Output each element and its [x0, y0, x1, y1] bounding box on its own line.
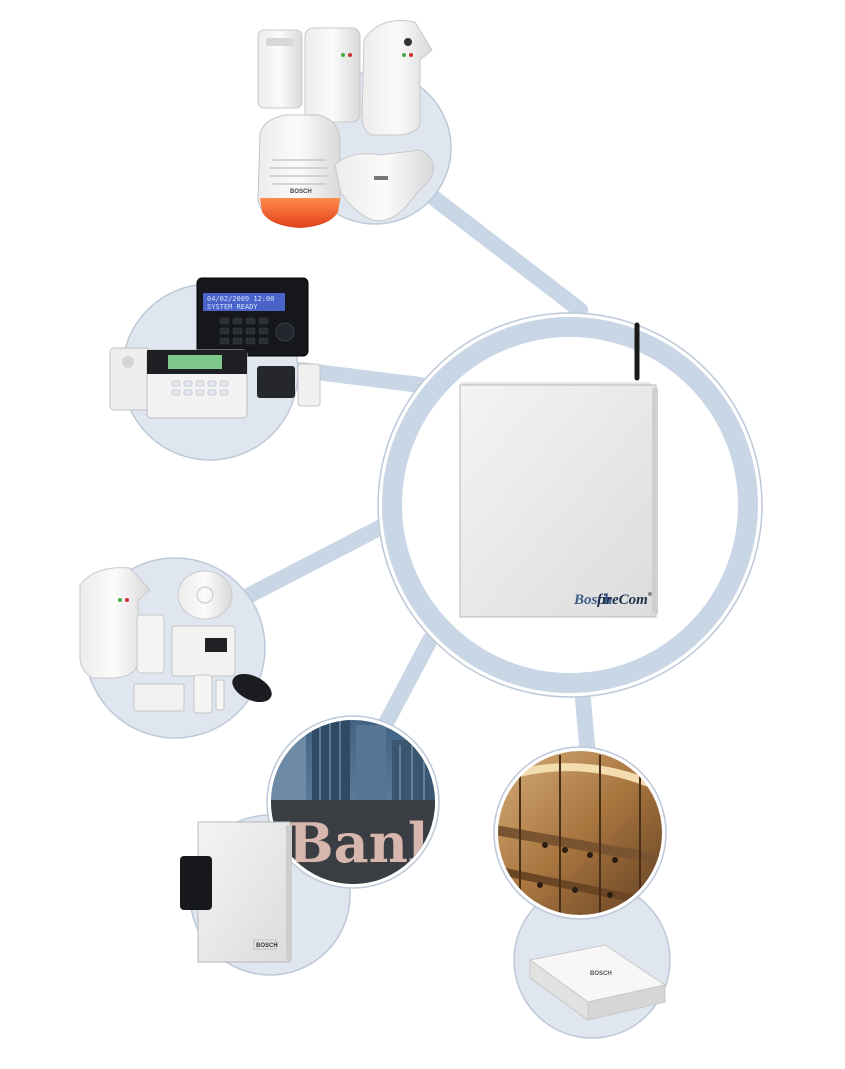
interface-module	[257, 366, 295, 398]
connector-detectors	[422, 187, 588, 318]
wireless-contact	[136, 614, 165, 674]
wall-switch	[133, 683, 185, 712]
keypad-display-line2: SYSTEM READY	[207, 303, 258, 311]
key-fob	[232, 673, 272, 703]
touch-keypad-screen	[203, 293, 285, 311]
proximity-reader	[180, 856, 212, 910]
outdoor-detector	[361, 20, 433, 136]
detector-group: BOSCH	[257, 20, 434, 228]
smoke-detector	[177, 570, 233, 620]
motion-detector-2	[304, 27, 361, 123]
enclosure-label: BOSCH	[256, 943, 278, 949]
wireless-motion-detector	[79, 567, 151, 679]
enclosure-device: BOSCH	[180, 821, 292, 963]
panel-brand-left: Bosch	[573, 592, 612, 608]
siren-label: BOSCH	[290, 189, 312, 195]
bank-photo: Bank	[266, 715, 447, 889]
keypad-group: 04/02/2009 12:00 SYSTEM READY	[109, 277, 321, 419]
door-contact	[193, 674, 213, 714]
motion-detector-1	[257, 29, 303, 109]
lcd-keypad-screen	[168, 355, 222, 369]
mall-photo	[493, 746, 667, 920]
connector-mall	[575, 692, 596, 763]
control-panel: Bosch fireCom	[459, 322, 658, 618]
wireless-group	[79, 567, 272, 714]
ceiling-detector	[334, 149, 434, 222]
connector-wireless	[242, 517, 393, 603]
keypad-display-line1: 04/02/2009 12:00	[207, 295, 274, 303]
connector-bank	[377, 632, 438, 733]
siren-lens	[260, 198, 340, 228]
bank-sign-text: Bank	[288, 811, 447, 875]
module-device: BOSCH	[528, 944, 667, 1021]
small-sensor	[297, 363, 321, 407]
panel-brand-right: fireCom	[597, 592, 648, 608]
touch-keypad	[196, 277, 309, 357]
module-label: BOSCH	[590, 971, 612, 977]
